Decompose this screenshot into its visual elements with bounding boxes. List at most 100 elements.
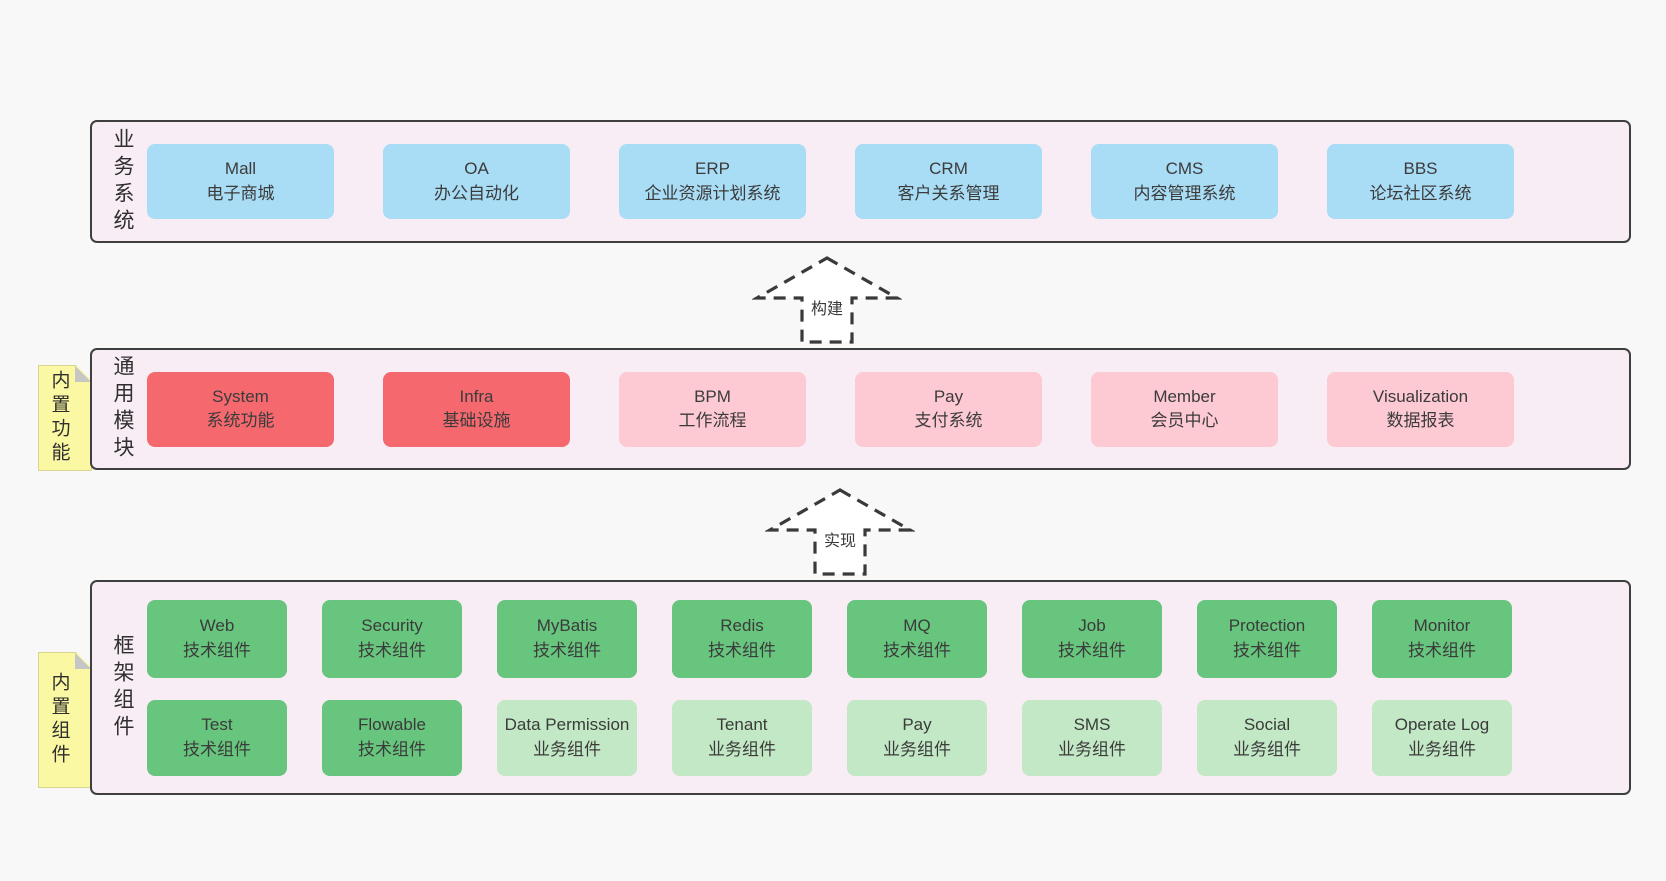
- box-cms: CMS 内容管理系统: [1091, 144, 1278, 219]
- box-title: Redis: [720, 616, 764, 636]
- box-social: Social 业务组件: [1197, 699, 1337, 776]
- box-subtitle: 业务组件: [1408, 739, 1476, 759]
- arrow-implement-label: 实现: [820, 526, 860, 552]
- box-subtitle: 电子商城: [206, 183, 275, 203]
- box-flowable: Flowable 技术组件: [322, 699, 462, 776]
- box-mq: MQ 技术组件: [847, 599, 987, 678]
- box-pay-biz: Pay 业务组件: [847, 699, 987, 776]
- box-subtitle: 业务组件: [883, 739, 951, 759]
- box-sms: SMS 业务组件: [1022, 699, 1162, 776]
- box-subtitle: 论坛社区系统: [1369, 183, 1472, 203]
- box-bpm: BPM 工作流程: [619, 371, 806, 447]
- box-subtitle: 会员中心: [1150, 411, 1219, 430]
- box-oa: OA 办公自动化: [383, 144, 570, 219]
- box-operate-log: Operate Log 业务组件: [1372, 699, 1512, 776]
- box-title: CMS: [1165, 159, 1204, 179]
- box-subtitle: 业务组件: [1233, 739, 1301, 759]
- layer-business-label: 业务系统: [111, 127, 134, 236]
- box-title: Job: [1078, 616, 1106, 636]
- box-title: Member: [1153, 386, 1216, 406]
- box-title: Test: [201, 715, 233, 735]
- box-title: Mall: [224, 159, 257, 179]
- box-title: Infra: [459, 386, 494, 406]
- box-title: Flowable: [357, 715, 427, 735]
- business-boxes: Mall 电子商城 OA 办公自动化 ERP 企业资源计划系统 CRM 客户关系…: [147, 144, 1514, 219]
- framework-row-1: Web 技术组件 Security 技术组件 MyBatis 技术组件 Redi…: [147, 599, 1512, 678]
- box-subtitle: 技术组件: [358, 640, 426, 660]
- box-subtitle: 内容管理系统: [1133, 183, 1236, 203]
- box-subtitle: 技术组件: [708, 640, 776, 660]
- box-subtitle: 数据报表: [1386, 411, 1455, 430]
- box-job: Job 技术组件: [1022, 599, 1162, 678]
- box-subtitle: 技术组件: [1233, 640, 1301, 660]
- box-title: Visualization: [1372, 386, 1469, 406]
- box-security: Security 技术组件: [322, 599, 462, 678]
- tag-label: 内置组件: [48, 672, 70, 768]
- box-redis: Redis 技术组件: [672, 599, 812, 678]
- box-data-permission: Data Permission 业务组件: [497, 699, 637, 776]
- framework-rows: Web 技术组件 Security 技术组件 MyBatis 技术组件 Redi…: [147, 599, 1512, 776]
- box-subtitle: 企业资源计划系统: [644, 183, 781, 203]
- box-subtitle: 支付系统: [914, 411, 983, 430]
- box-title: Protection: [1228, 616, 1306, 636]
- box-subtitle: 技术组件: [183, 739, 251, 759]
- layer-framework-label: 框架组件: [111, 633, 134, 742]
- box-test: Test 技术组件: [147, 699, 287, 776]
- box-crm: CRM 客户关系管理: [855, 144, 1042, 219]
- box-infra: Infra 基础设施: [383, 371, 570, 447]
- layer-common-label: 通用模块: [111, 355, 134, 463]
- box-member: Member 会员中心: [1091, 371, 1278, 447]
- box-erp: ERP 企业资源计划系统: [619, 144, 806, 219]
- box-title: BBS: [1403, 159, 1438, 179]
- box-title: ERP: [695, 159, 730, 179]
- folded-corner-icon: [75, 653, 91, 669]
- arrow-build-label: 构建: [807, 294, 847, 320]
- framework-row-2: Test 技术组件 Flowable 技术组件 Data Permission …: [147, 699, 1512, 776]
- box-title: OA: [464, 159, 489, 179]
- box-title: Pay: [933, 386, 964, 406]
- box-subtitle: 客户关系管理: [897, 183, 1000, 203]
- arrow-implement: 实现: [765, 486, 915, 578]
- box-title: Monitor: [1413, 616, 1471, 636]
- box-title: Operate Log: [1394, 715, 1490, 735]
- box-web: Web 技术组件: [147, 599, 287, 678]
- box-title: Tenant: [716, 715, 768, 735]
- box-mybatis: MyBatis 技术组件: [497, 599, 637, 678]
- box-title: Security: [361, 616, 423, 636]
- common-boxes: System 系统功能 Infra 基础设施 BPM 工作流程 Pay 支付系统…: [147, 371, 1514, 447]
- tag-label: 内置功能: [48, 370, 70, 466]
- box-subtitle: 技术组件: [533, 640, 601, 660]
- box-title: BPM: [694, 386, 731, 406]
- folded-corner-icon: [75, 366, 91, 382]
- box-title: CRM: [929, 159, 968, 179]
- box-system: System 系统功能: [147, 371, 334, 447]
- box-subtitle: 办公自动化: [434, 183, 519, 203]
- box-title: SMS: [1073, 715, 1111, 735]
- box-tenant: Tenant 业务组件: [672, 699, 812, 776]
- box-subtitle: 基础设施: [442, 411, 511, 430]
- layer-framework-components: 框架组件 Web 技术组件 Security 技术组件 MyBatis 技术组件…: [90, 580, 1631, 795]
- tag-built-in-components: 内置组件: [38, 652, 92, 788]
- box-subtitle: 业务组件: [1058, 739, 1126, 759]
- box-subtitle: 技术组件: [183, 640, 251, 660]
- box-title: Web: [199, 616, 235, 636]
- box-subtitle: 技术组件: [1408, 640, 1476, 660]
- box-subtitle: 技术组件: [358, 739, 426, 759]
- box-subtitle: 技术组件: [883, 640, 951, 660]
- box-title: Data Permission: [504, 715, 630, 735]
- layer-business-systems: 业务系统 Mall 电子商城 OA 办公自动化 ERP 企业资源计划系统 CRM…: [90, 120, 1631, 243]
- box-visualization: Visualization 数据报表: [1327, 371, 1514, 447]
- box-subtitle: 业务组件: [533, 739, 601, 759]
- box-title: Pay: [902, 715, 932, 735]
- box-mall: Mall 电子商城: [147, 144, 334, 219]
- box-subtitle: 业务组件: [708, 739, 776, 759]
- box-pay: Pay 支付系统: [855, 371, 1042, 447]
- box-monitor: Monitor 技术组件: [1372, 599, 1512, 678]
- box-subtitle: 系统功能: [206, 411, 275, 430]
- box-subtitle: 工作流程: [678, 411, 747, 430]
- box-title: Social: [1243, 715, 1291, 735]
- tag-built-in-features: 内置功能: [38, 365, 92, 471]
- box-protection: Protection 技术组件: [1197, 599, 1337, 678]
- box-subtitle: 技术组件: [1058, 640, 1126, 660]
